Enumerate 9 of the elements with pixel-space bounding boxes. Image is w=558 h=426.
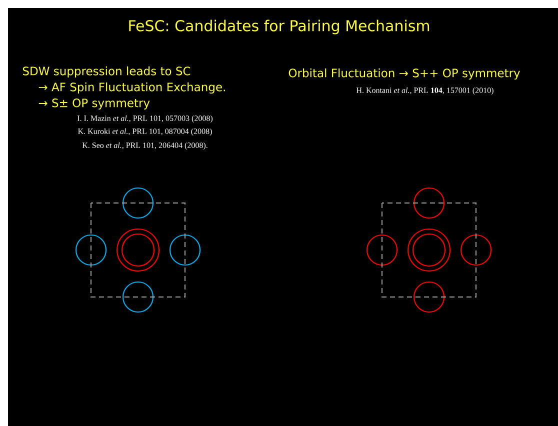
heading-text: → AF Spin Fluctuation Exchange.: [38, 82, 225, 94]
slide-title: FeSC: Candidates for Pairing Mechanism: [129, 20, 430, 34]
reference-text: K. Kuroki et al., PRL 101, 087004 (2008): [78, 128, 212, 136]
heading-text: Orbital Fluctuation → S++ OP symmetry: [288, 68, 520, 80]
heading-text: → S± OP symmetry: [38, 98, 150, 110]
reference-text: I. I. Mazin et al., PRL 101, 057003 (2008): [77, 115, 213, 123]
reference-text: K. Seo et al., PRL 101, 206404 (2008).: [82, 142, 208, 150]
reference-text: H. Kontani et al., PRL 104, 157001 (2010): [356, 87, 494, 95]
heading-text: SDW suppression leads to SC: [22, 66, 190, 78]
